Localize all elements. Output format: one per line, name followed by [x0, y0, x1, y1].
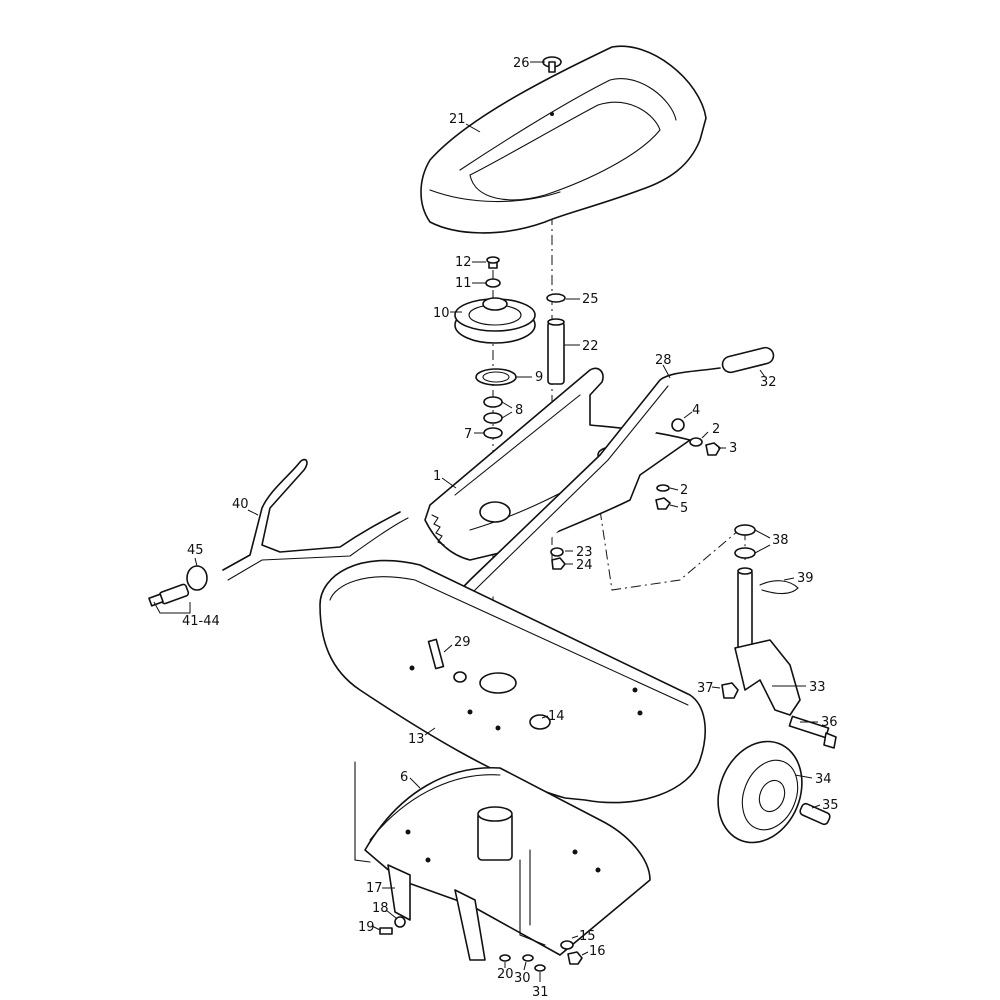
callout-4: 4 — [692, 403, 700, 418]
callout-36: 36 — [821, 715, 838, 730]
callout-9: 9 — [535, 370, 543, 385]
callout-41-44: 41-44 — [182, 614, 220, 629]
callout-23: 23 — [576, 545, 593, 560]
callout-24: 24 — [576, 558, 593, 573]
bolt-36 — [788, 715, 837, 749]
callout-22: 22 — [582, 339, 599, 354]
callout-6: 6 — [400, 770, 408, 785]
callout-29: 29 — [454, 635, 471, 650]
wheel — [717, 740, 803, 844]
belt-cover — [420, 45, 707, 234]
callout-10: 10 — [433, 306, 450, 321]
callout-28: 28 — [655, 353, 672, 368]
callout-34: 34 — [815, 772, 832, 787]
callout-20: 20 — [497, 967, 514, 982]
callout-2-lower: 2 — [680, 483, 688, 498]
callout-5: 5 — [680, 501, 688, 516]
callout-26: 26 — [513, 56, 530, 71]
axle-sleeve — [799, 802, 831, 826]
leader-lines — [153, 61, 821, 982]
nut-37 — [721, 682, 739, 699]
callout-7: 7 — [464, 427, 472, 442]
small-nuts — [499, 940, 583, 972]
bracket-17 — [379, 864, 411, 935]
callout-38: 38 — [772, 533, 789, 548]
fasteners-right — [655, 418, 721, 510]
spring-pin — [759, 580, 799, 595]
axis-wheel-bracket — [599, 509, 746, 591]
callout-32: 32 — [760, 375, 777, 390]
callout-3: 3 — [729, 441, 737, 456]
callout-11: 11 — [455, 276, 472, 291]
callout-labels: 26 21 12 11 10 25 22 9 8 7 1 28 32 4 2 3… — [182, 56, 839, 1000]
callout-25: 25 — [582, 292, 599, 307]
callout-13: 13 — [408, 732, 425, 747]
callout-1: 1 — [433, 469, 441, 484]
callout-45: 45 — [187, 543, 204, 558]
tine-shield — [319, 559, 706, 804]
callout-37: 37 — [697, 681, 714, 696]
callout-16: 16 — [589, 944, 606, 959]
small-parts-23-24 — [550, 547, 566, 570]
callout-21: 21 — [449, 112, 466, 127]
spacer-tube — [546, 293, 566, 385]
callout-19: 19 — [358, 920, 375, 935]
washers-38 — [734, 524, 756, 559]
callout-15: 15 — [579, 929, 596, 944]
callout-35: 35 — [822, 798, 839, 813]
callout-30: 30 — [514, 971, 531, 986]
callout-14: 14 — [548, 709, 565, 724]
switch-assembly — [148, 565, 208, 607]
callout-39: 39 — [797, 571, 814, 586]
callout-12: 12 — [455, 255, 472, 270]
pulley-assembly — [454, 256, 536, 344]
bearing-stack — [475, 368, 517, 439]
callout-2-upper: 2 — [712, 422, 720, 437]
wheel-bracket — [734, 567, 801, 716]
tine-stand — [454, 849, 546, 961]
callout-17: 17 — [366, 881, 383, 896]
callout-40: 40 — [232, 497, 249, 512]
knob-screw — [542, 56, 562, 73]
callout-33: 33 — [809, 680, 826, 695]
callout-8: 8 — [515, 403, 523, 418]
callout-18: 18 — [372, 901, 389, 916]
callout-31: 31 — [532, 985, 549, 1000]
tine-housing — [354, 761, 651, 956]
bolt-29 — [427, 638, 467, 683]
control-lever — [222, 458, 409, 581]
